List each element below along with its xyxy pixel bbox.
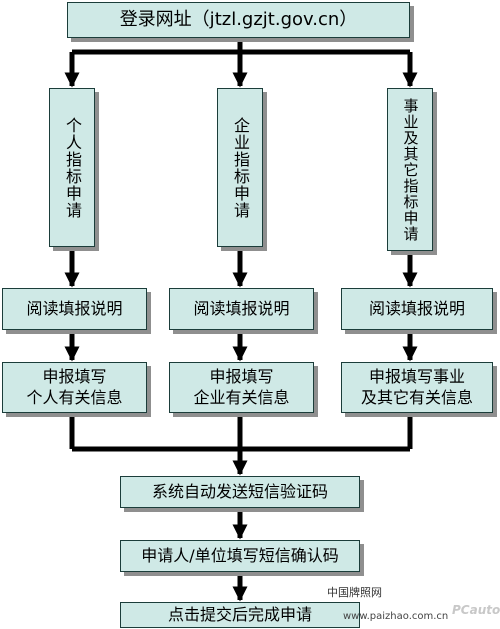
- enterprise-quota-type-label: 企业指标申请: [231, 116, 250, 219]
- watermark-url: www.paizhao.com.cn: [343, 611, 449, 622]
- personal-read-instructions-label: 阅读填报说明: [26, 298, 123, 318]
- confirm-code-label: 申请人/单位填写短信确认码: [141, 545, 339, 565]
- other-quota-type-box: 事业及其它指标申请: [387, 88, 433, 251]
- enterprise-fill-info-label: 申报填写 企业有关信息: [193, 366, 290, 407]
- enterprise-fill-info-box: 申报填写 企业有关信息: [169, 362, 314, 413]
- login-url-box: 登录网址（jtzl.gzjt.gov.cn）: [67, 2, 410, 38]
- confirm-code-box: 申请人/单位填写短信确认码: [120, 540, 360, 572]
- login-url-text: 登录网址（jtzl.gzjt.gov.cn）: [119, 9, 358, 31]
- watermark-logo: PCauto: [452, 603, 500, 617]
- personal-read-instructions-box: 阅读填报说明: [2, 288, 147, 330]
- other-read-instructions-label: 阅读填报说明: [368, 298, 465, 318]
- watermark-site-name: 中国牌照网: [327, 586, 382, 599]
- other-fill-info-label: 申报填写事业 及其它有关信息: [360, 366, 473, 407]
- personal-fill-info-label: 申报填写 个人有关信息: [26, 366, 123, 407]
- submit-label: 点击提交后完成申请: [167, 604, 312, 624]
- personal-quota-type-box: 个人指标申请: [49, 88, 95, 247]
- sms-code-box: 系统自动发送短信验证码: [120, 476, 360, 508]
- other-quota-type-label: 事业及其它指标申请: [401, 97, 420, 242]
- enterprise-read-instructions-box: 阅读填报说明: [169, 288, 314, 330]
- enterprise-quota-type-box: 企业指标申请: [217, 88, 263, 247]
- sms-code-label: 系统自动发送短信验证码: [151, 481, 328, 501]
- personal-quota-type-label: 个人指标申请: [63, 116, 82, 219]
- personal-fill-info-box: 申报填写 个人有关信息: [2, 362, 147, 413]
- enterprise-read-instructions-label: 阅读填报说明: [193, 298, 290, 318]
- submit-box: 点击提交后完成申请: [120, 602, 360, 628]
- other-read-instructions-box: 阅读填报说明: [341, 288, 493, 330]
- other-fill-info-box: 申报填写事业 及其它有关信息: [341, 362, 493, 413]
